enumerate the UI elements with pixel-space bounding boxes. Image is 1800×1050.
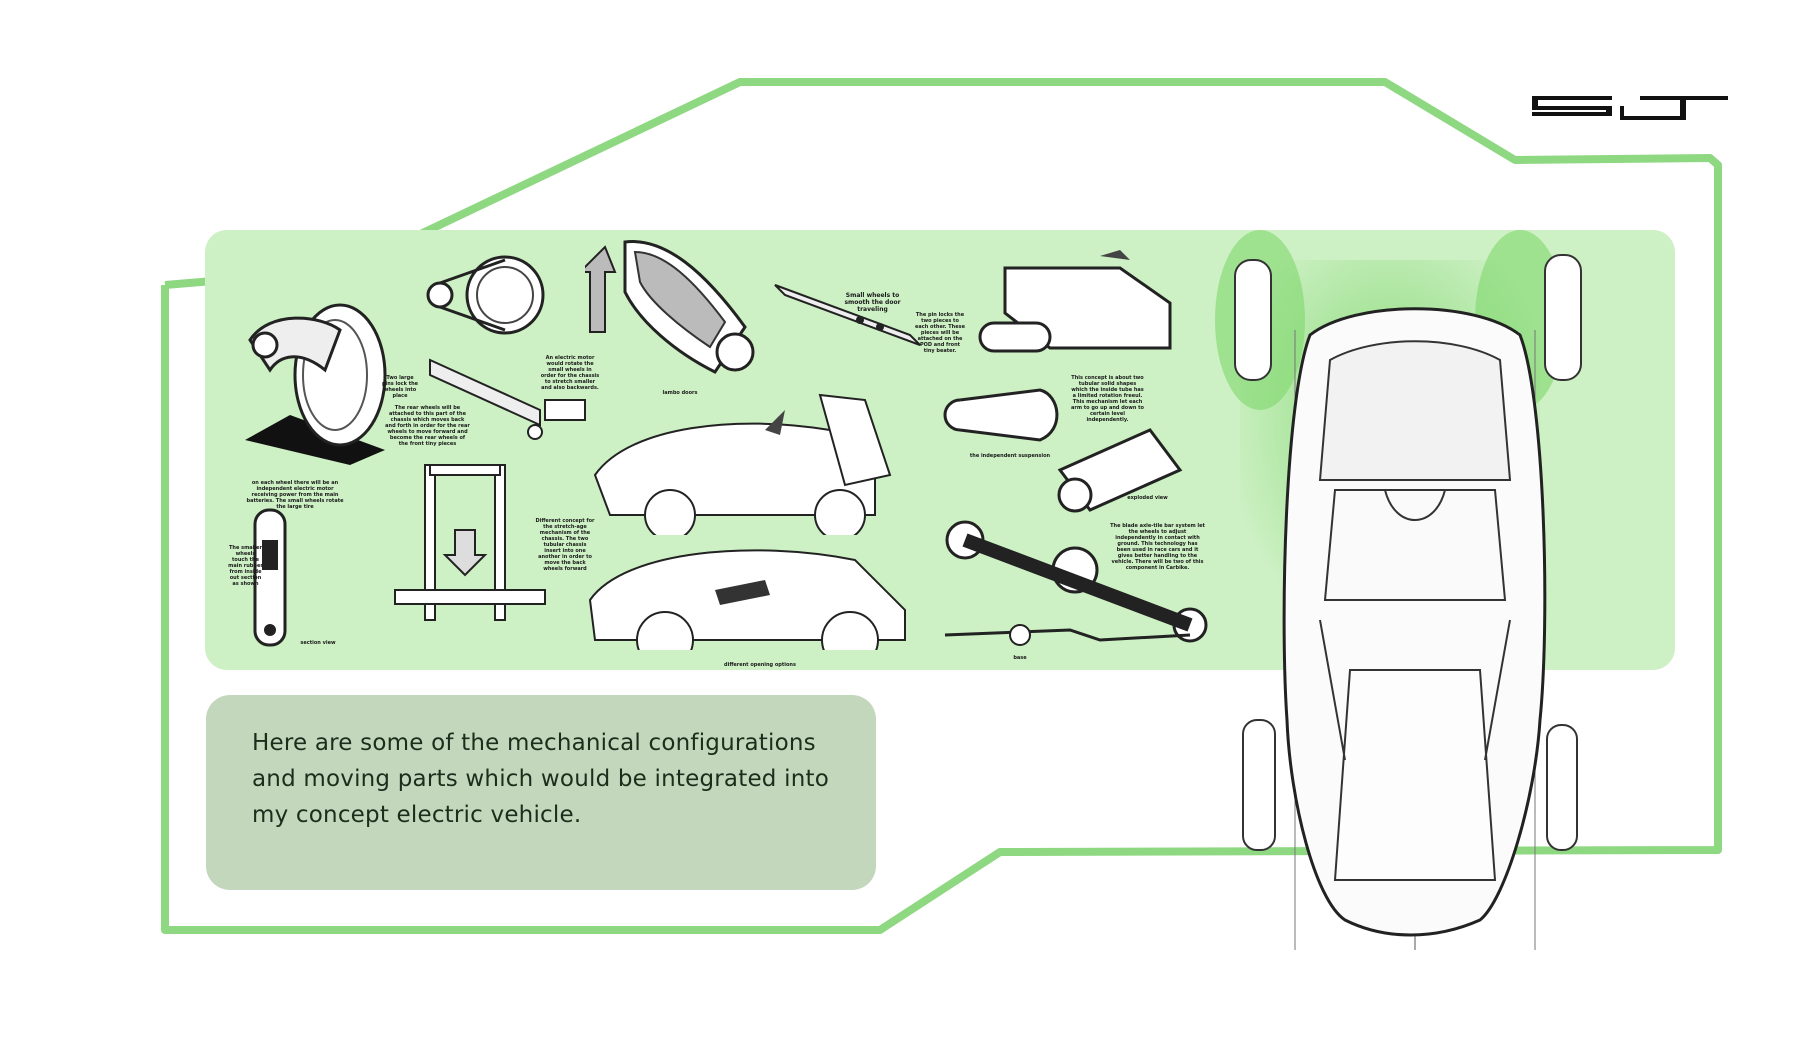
annotation-different-concept: Different concept for the stretch-age me…	[535, 518, 595, 572]
suspension-arm-sketch	[943, 388, 1059, 442]
blade-axle-sketch	[944, 520, 1208, 646]
annotation-base: base	[1013, 655, 1027, 661]
annotation-exploded-view: exploded view	[1127, 495, 1168, 501]
lambo-door-sketch	[585, 240, 755, 374]
car-side-open-sketch	[593, 393, 892, 535]
annotation-large-pins: Two large pins lock the wheels into plac…	[381, 375, 419, 399]
logo-j	[1620, 96, 1728, 120]
tubular-chassis-sketch	[394, 464, 546, 621]
rail-sketch	[429, 358, 586, 440]
pod-lock-sketch	[978, 250, 1172, 353]
caption-box: Here are some of the mechanical configur…	[206, 695, 876, 890]
hub-sketch	[426, 255, 545, 335]
logo-s	[1532, 96, 1612, 116]
logo-bar	[1620, 106, 1624, 116]
sj-logo: SJ	[1532, 96, 1728, 120]
annotation-section-view: section view	[300, 640, 336, 646]
annotation-independent-motor: on each wheel there will be an independe…	[246, 480, 344, 510]
wheel-sketch	[245, 303, 387, 465]
annotation-opening-options: different opening options	[724, 662, 796, 668]
annotation-two-tubular: This concept is about two tubular solid …	[1070, 375, 1144, 423]
annotation-small-wheels: Small wheels to smooth the door travelin…	[844, 292, 901, 313]
exploded-view-sketch	[1057, 428, 1183, 513]
annotation-rear-wheels: The rear wheels will be attached to this…	[385, 405, 470, 447]
annotation-independent-suspension: the independent suspension	[969, 453, 1051, 459]
car-top-view-sketch	[1234, 254, 1582, 950]
car-side-closed-sketch	[588, 549, 906, 650]
caption-text: Here are some of the mechanical configur…	[252, 730, 829, 828]
annotation-electric-motor: An electric motor would rotate the small…	[540, 355, 600, 391]
section-view-sketch	[253, 508, 287, 647]
annotation-blade-axle: The blade axle-tile bar system let the w…	[1110, 523, 1205, 571]
annotation-smaller-wheels: The smaller wheels touch the main rubber…	[228, 545, 263, 587]
door-rail-sketch	[774, 284, 921, 346]
annotation-pin-locks: The pin locks the two pieces to each oth…	[915, 312, 965, 354]
annotation-lambo-doors: lambo doors	[662, 390, 698, 396]
frame-line	[161, 78, 1722, 934]
